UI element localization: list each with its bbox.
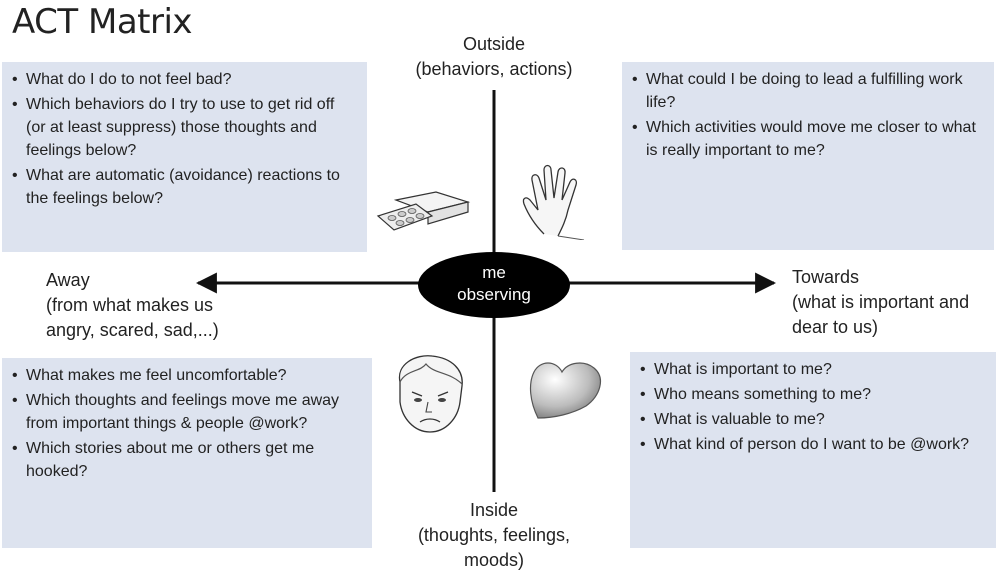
oval-line-2: observing bbox=[457, 285, 531, 304]
list-item: Which behaviors do I try to use to get r… bbox=[12, 93, 357, 162]
hand-icon bbox=[522, 164, 585, 240]
label-outside-title: Outside bbox=[462, 34, 526, 54]
label-away: Away (from what makes us angry, scared, … bbox=[46, 268, 266, 343]
box-top-left: What do I do to not feel bad? Which beha… bbox=[2, 62, 367, 252]
label-inside: Inside (thoughts, feelings, moods) bbox=[394, 498, 594, 573]
label-outside: Outside (behaviors, actions) bbox=[394, 32, 594, 82]
heart-icon bbox=[529, 362, 602, 419]
label-towards-title: Towards bbox=[792, 267, 860, 287]
center-oval: me observing bbox=[418, 252, 570, 318]
list-item: What kind of person do I want to be @wor… bbox=[640, 433, 986, 456]
list-item: What makes me feel uncomfortable? bbox=[12, 364, 362, 387]
label-away-title: Away bbox=[46, 270, 90, 290]
label-towards: Towards (what is important and dear to u… bbox=[792, 265, 997, 340]
label-inside-title: Inside bbox=[469, 500, 519, 520]
pill-pack-icon bbox=[376, 191, 471, 231]
list-item: Which thoughts and feelings move me away… bbox=[12, 389, 362, 435]
list-item: Which activities would move me closer to… bbox=[632, 116, 984, 162]
box-top-right: What could I be doing to lead a fulfilli… bbox=[622, 62, 994, 250]
list-item: What is important to me? bbox=[640, 358, 986, 381]
list-item: What is valuable to me? bbox=[640, 408, 986, 431]
list-bottom-left: What makes me feel uncomfortable? Which … bbox=[10, 364, 362, 483]
label-towards-desc-2: dear to us) bbox=[792, 317, 879, 337]
list-item: What do I do to not feel bad? bbox=[12, 68, 357, 91]
label-away-desc-2: angry, scared, sad,...) bbox=[46, 320, 219, 340]
box-bottom-right: What is important to me? Who means somet… bbox=[630, 352, 996, 548]
page-title: ACT Matrix bbox=[12, 2, 193, 42]
list-item: What could I be doing to lead a fulfilli… bbox=[632, 68, 984, 114]
oval-line-1: me bbox=[482, 263, 506, 282]
list-top-right: What could I be doing to lead a fulfilli… bbox=[630, 68, 984, 162]
sad-face-icon bbox=[398, 355, 463, 433]
list-item: Which stories about me or others get me … bbox=[12, 437, 362, 483]
box-bottom-left: What makes me feel uncomfortable? Which … bbox=[2, 358, 372, 548]
label-inside-desc-1: (thoughts, feelings, bbox=[417, 525, 571, 545]
list-top-left: What do I do to not feel bad? Which beha… bbox=[10, 68, 357, 210]
list-item: Who means something to me? bbox=[640, 383, 986, 406]
list-item: What are automatic (avoidance) reactions… bbox=[12, 164, 357, 210]
label-inside-desc-2: moods) bbox=[463, 550, 525, 570]
label-away-desc-1: (from what makes us bbox=[46, 295, 214, 315]
label-towards-desc-1: (what is important and bbox=[792, 292, 970, 312]
label-outside-desc: (behaviors, actions) bbox=[415, 59, 573, 79]
list-bottom-right: What is important to me? Who means somet… bbox=[638, 358, 986, 456]
